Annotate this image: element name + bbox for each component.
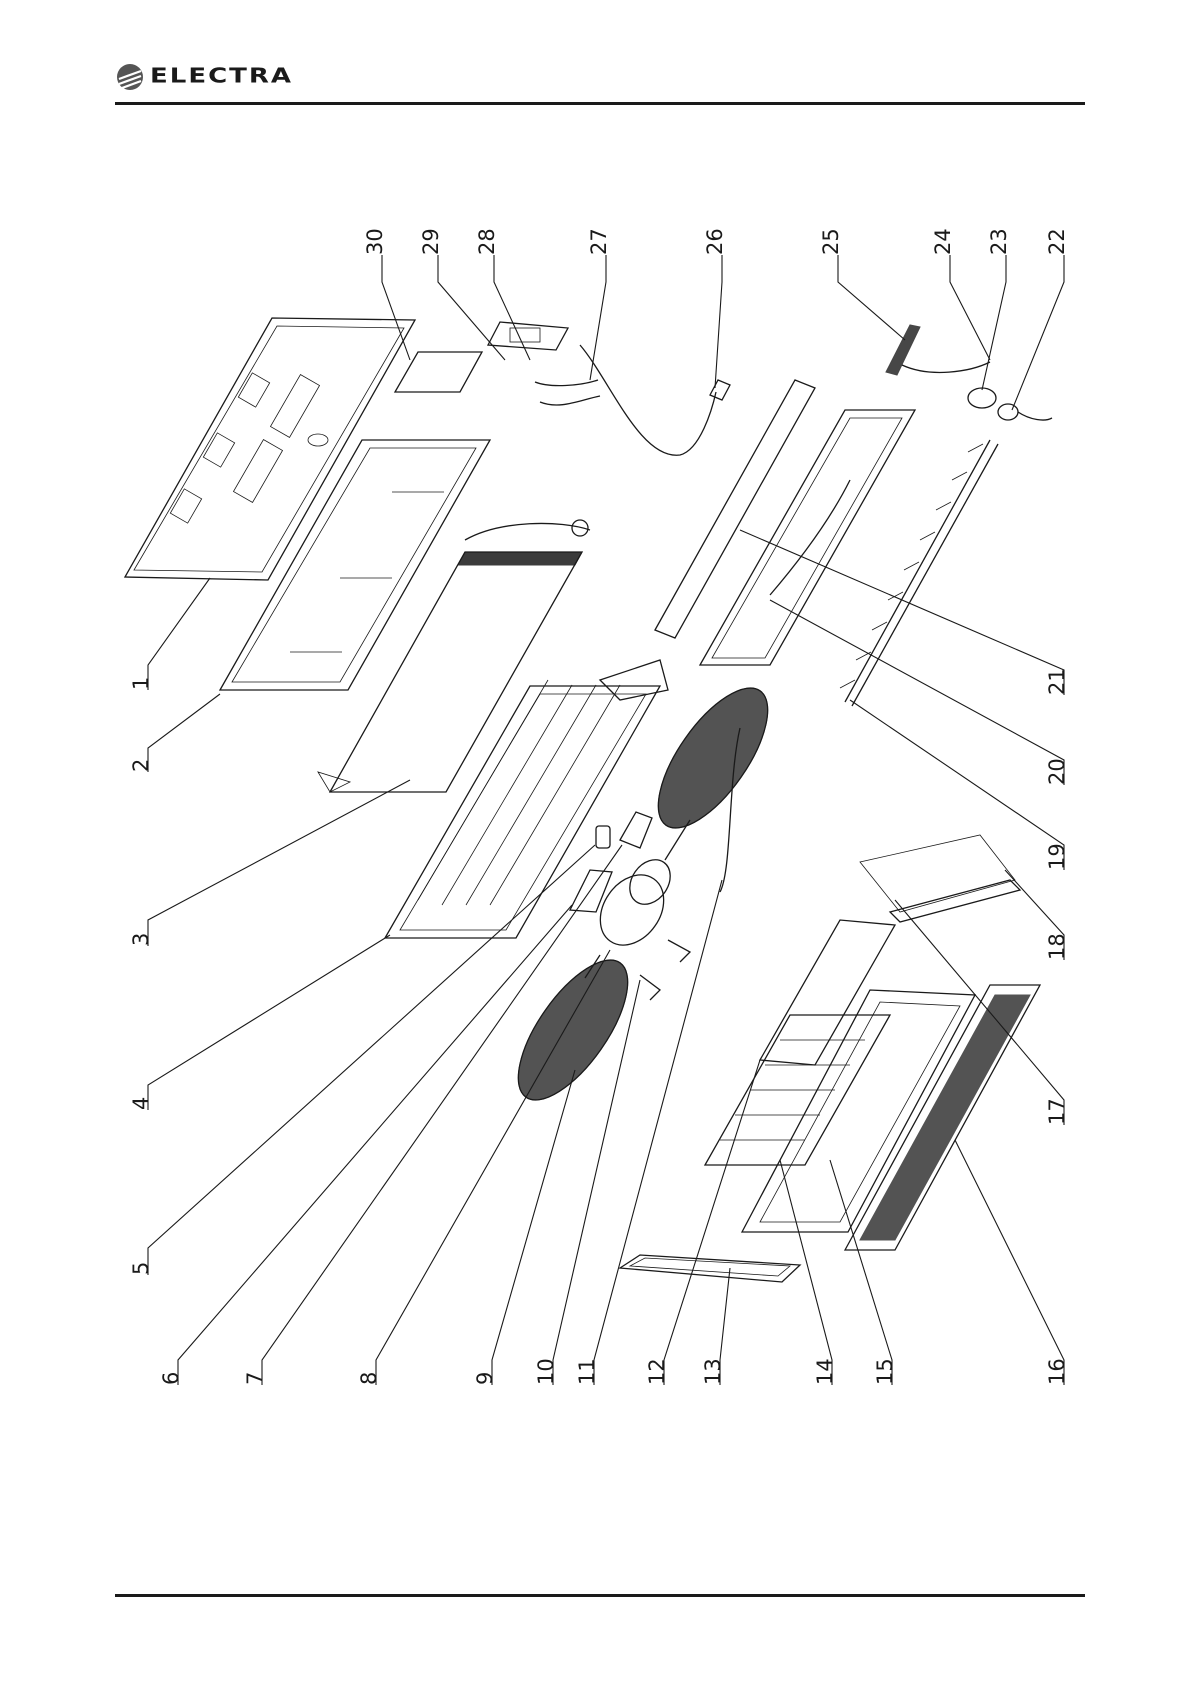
callout-21: 21 [1045, 668, 1069, 695]
callout-13: 13 [701, 1358, 725, 1385]
callout-6: 6 [159, 1372, 183, 1385]
callout-30: 30 [363, 228, 387, 255]
callout-4: 4 [129, 1097, 153, 1110]
callout-15: 15 [873, 1358, 897, 1385]
part-electric-box [395, 352, 482, 392]
part-control-board [488, 322, 568, 350]
callout-8: 8 [357, 1372, 381, 1385]
callout-29: 29 [419, 228, 443, 255]
callout-18: 18 [1045, 933, 1069, 960]
callout-5: 5 [129, 1262, 153, 1275]
callout-7: 7 [243, 1372, 267, 1385]
part-clip [640, 940, 690, 1000]
part-motor-bracket [570, 870, 612, 912]
part-step-motor [968, 388, 996, 408]
callout-2: 2 [129, 759, 153, 772]
part-cable-tie [540, 396, 600, 405]
callout-23: 23 [987, 228, 1011, 255]
part-display-window [770, 480, 850, 595]
callout-16: 16 [1045, 1358, 1069, 1385]
part-terminal-wires [535, 380, 598, 386]
callout-11: 11 [575, 1358, 599, 1385]
callout-14: 14 [813, 1358, 837, 1385]
part-left-housing [620, 1255, 800, 1282]
callout-12: 12 [645, 1358, 669, 1385]
callout-26: 26 [703, 228, 727, 255]
callout-27: 27 [587, 228, 611, 255]
part-chassis-tray [220, 440, 490, 690]
callout-3: 3 [129, 933, 153, 946]
callout-19: 19 [1045, 843, 1069, 870]
callout-25: 25 [819, 228, 843, 255]
part-right-side-cover [860, 835, 1020, 922]
part-guide-rail [655, 380, 815, 638]
callout-17: 17 [1045, 1098, 1069, 1125]
callout-20: 20 [1045, 758, 1069, 785]
footer-rule [115, 1594, 1085, 1597]
part-power-cord [580, 345, 730, 455]
part-left-fan-wheel [498, 943, 648, 1116]
callout-labels: 1 2 3 4 5 6 7 8 9 10 11 12 13 14 15 16 1… [129, 228, 1069, 1385]
callout-9: 9 [473, 1372, 497, 1385]
part-mounting-plate [125, 318, 415, 580]
part-display-board [886, 325, 920, 375]
part-front-panel [845, 985, 1040, 1250]
part-capacitor-box [620, 812, 652, 848]
callout-10: 10 [534, 1358, 558, 1385]
part-sensor [998, 404, 1052, 420]
part-evaporator [318, 520, 590, 792]
callout-1: 1 [129, 677, 153, 690]
part-horizontal-louver [840, 440, 998, 706]
callout-24: 24 [931, 228, 955, 255]
part-right-fan-wheel [638, 671, 788, 844]
part-wire-harness [902, 362, 990, 372]
part-display-housing [700, 410, 915, 665]
part-small-sensor [596, 826, 610, 848]
part-air-filter [705, 920, 895, 1165]
callout-22: 22 [1045, 228, 1069, 255]
leader-lines [148, 255, 1064, 1385]
part-base-frame [385, 660, 668, 938]
callout-28: 28 [475, 228, 499, 255]
